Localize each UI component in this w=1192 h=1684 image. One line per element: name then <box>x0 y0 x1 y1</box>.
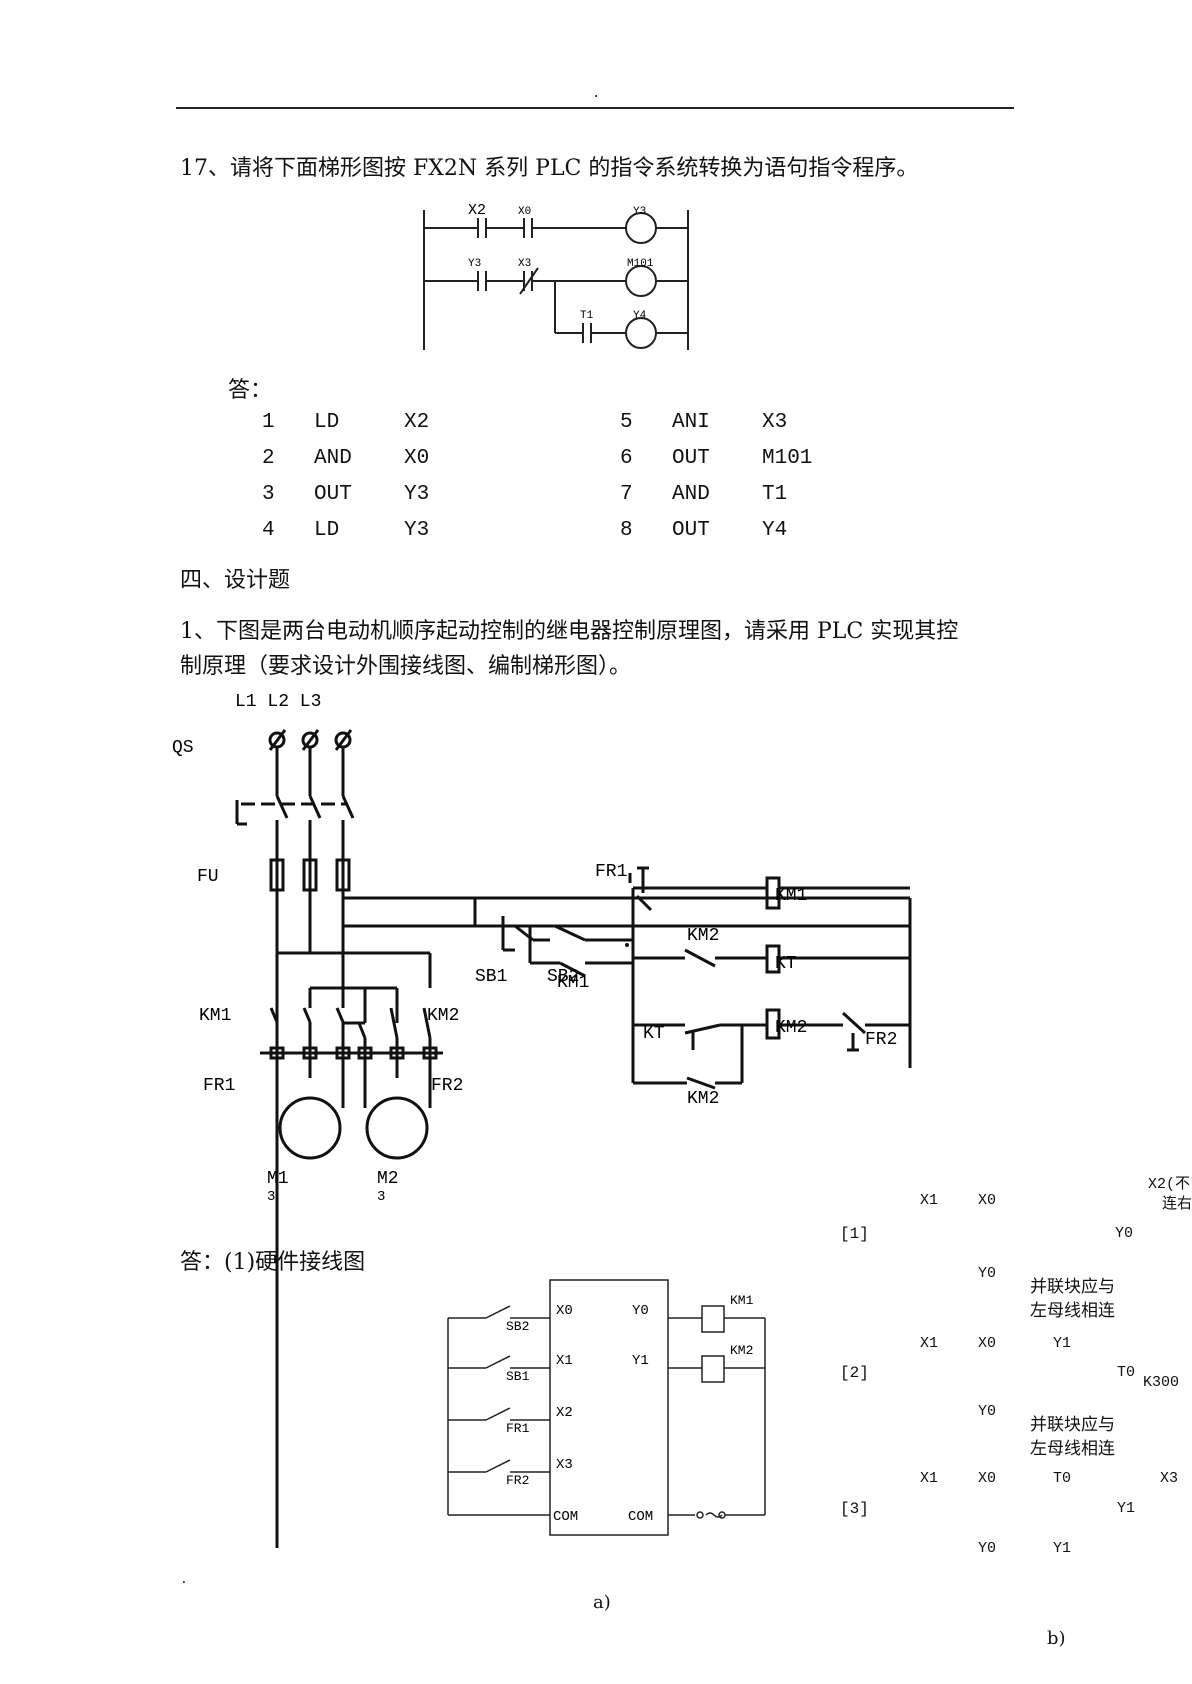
r2-y0: Y0 <box>978 1403 997 1420</box>
q1-line2: 制原理（要求设计外围接线图、编制梯形图）。 <box>180 654 632 679</box>
header-rule <box>176 107 1014 109</box>
lbl-in-x0: X0 <box>556 1303 573 1319</box>
lbl-m101: M101 <box>627 258 654 270</box>
lbl-coil-kt: KT <box>775 954 797 974</box>
lbl-m1-sub: 3 <box>267 1189 275 1205</box>
lbl-kt-contact: KT <box>643 1024 665 1044</box>
x2-note-1: X2(不 <box>1148 1176 1191 1193</box>
r3-x0: X0 <box>978 1470 997 1487</box>
lbl-in-x1: X1 <box>556 1353 573 1369</box>
lbl-out-y0: Y0 <box>632 1303 649 1319</box>
lbl-sb2: SB2 <box>506 1319 529 1334</box>
lbl-fr1-top: FR1 <box>595 862 627 882</box>
r2-t0: T0 <box>1117 1364 1136 1381</box>
r3-y1: Y1 <box>1053 1540 1072 1557</box>
lbl-m2-sub: 3 <box>377 1189 385 1205</box>
footer-dot: . <box>180 1572 188 1587</box>
lbl-fr1-left: FR1 <box>203 1076 235 1096</box>
r2-y1: Y1 <box>1053 1335 1072 1352</box>
answer-label: 答： <box>228 378 273 403</box>
r1-note1: 并联块应与 <box>1030 1277 1115 1297</box>
lbl-sb2: SB2 <box>547 967 579 987</box>
r2-idx: [2] <box>840 1364 869 1382</box>
r1-idx: [1] <box>840 1225 869 1243</box>
lbl-phases: L1 L2 L3 <box>235 692 321 712</box>
lbl-t1: T1 <box>580 310 594 322</box>
lbl-km1-contact: KM1 <box>557 973 589 993</box>
lbl-fr1: FR1 <box>506 1421 530 1436</box>
lbl-fr2-contact: FR2 <box>865 1030 897 1050</box>
lbl-km1-left: KM1 <box>199 1006 231 1026</box>
lbl-m2: M2 <box>377 1169 399 1189</box>
lbl-km2: KM2 <box>730 1343 753 1358</box>
r1-y0-coil: Y0 <box>1115 1225 1134 1242</box>
lbl-y3: Y3 <box>468 258 481 270</box>
lbl-in-com: COM <box>553 1509 578 1525</box>
lbl-in-x3: X3 <box>556 1457 573 1473</box>
answer-title: 答：(1)硬件接线图 <box>180 1250 366 1275</box>
r3-y1-coil: Y1 <box>1117 1500 1136 1517</box>
r3-x1: X1 <box>920 1470 939 1487</box>
r2-x1: X1 <box>920 1335 939 1352</box>
lbl-coil-km1: KM1 <box>775 886 807 906</box>
r2-note2: 左母线相连 <box>1030 1439 1115 1459</box>
r2-k: K300 <box>1143 1374 1180 1391</box>
r3-t0: T0 <box>1053 1470 1072 1487</box>
q17-title: 17、请将下面梯形图按 FX2N 系列 PLC 的指令系统转换为语句指令程序。 <box>180 156 919 181</box>
r2-note1: 并联块应与 <box>1030 1415 1115 1435</box>
lbl-qs: QS <box>172 738 194 758</box>
lbl-x3: X3 <box>518 258 531 270</box>
lbl-x2: X2 <box>468 202 486 219</box>
r3-y0: Y0 <box>978 1540 997 1557</box>
plc-wiring-diagram: SB2 SB1 FR1 FR2 X0 X1 X2 X3 COM Y0 Y1 CO… <box>447 1279 766 1536</box>
lbl-km1: KM1 <box>730 1293 754 1308</box>
relay-control-circuit: L1 L2 L3 QS FU FR1 KM1 KM2 FR1 FR2 M1 3 … <box>172 692 912 1548</box>
r1-note2: 左母线相连 <box>1030 1301 1115 1321</box>
caption-b: b) <box>1047 1628 1066 1649</box>
r1-x0: X0 <box>978 1192 997 1209</box>
header-dot: . <box>592 86 601 102</box>
lbl-y3-coil: Y3 <box>633 206 646 218</box>
lbl-fu: FU <box>197 867 219 887</box>
lbl-x0: X0 <box>518 206 531 218</box>
r1-y0: Y0 <box>978 1265 997 1282</box>
x2-note-2: 连右 <box>1162 1196 1192 1213</box>
ladder-diagram-q17: X2 X0 Y3 Y3 X3 M101 T1 Y4 <box>423 202 689 350</box>
lbl-in-x2: X2 <box>556 1405 573 1421</box>
junction-dot <box>625 943 629 947</box>
lbl-fr2-left: FR2 <box>431 1076 463 1096</box>
lbl-out-y1: Y1 <box>632 1353 649 1369</box>
lbl-km2-left: KM2 <box>427 1006 459 1026</box>
lbl-y4: Y4 <box>633 310 647 322</box>
lbl-km2-hold: KM2 <box>687 1089 719 1109</box>
r2-x0: X0 <box>978 1335 997 1352</box>
lbl-sb1: SB1 <box>475 967 507 987</box>
caption-a: a) <box>593 1592 611 1613</box>
lbl-coil-km2: KM2 <box>775 1018 807 1038</box>
lbl-fr2: FR2 <box>506 1473 529 1488</box>
q1-line1: 1、下图是两台电动机顺序起动控制的继电器控制原理图，请采用 PLC 实现其控 <box>180 619 959 644</box>
r3-x3: X3 <box>1160 1470 1179 1487</box>
r1-x1: X1 <box>920 1192 939 1209</box>
r3-idx: [3] <box>840 1500 869 1518</box>
section-title: 四、设计题 <box>180 568 291 593</box>
lbl-out-com: COM <box>628 1509 653 1525</box>
lbl-sb1: SB1 <box>506 1369 530 1384</box>
lbl-km2-contact: KM2 <box>687 926 719 946</box>
lbl-m1: M1 <box>267 1169 289 1189</box>
